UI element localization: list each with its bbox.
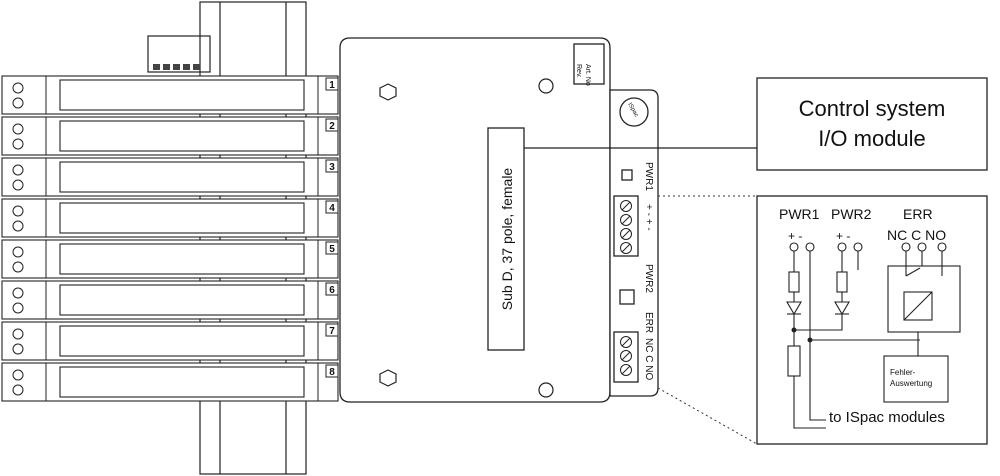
seal-icon bbox=[619, 97, 649, 127]
module-strip: 8 bbox=[1, 362, 363, 402]
module-screw-icon bbox=[12, 287, 24, 299]
sub-d-connector bbox=[487, 127, 525, 351]
module-screw-icon bbox=[12, 343, 24, 355]
module-screw-icon bbox=[12, 138, 24, 150]
slot-number: 5 bbox=[329, 244, 335, 255]
module-strip: 1 bbox=[1, 75, 363, 115]
fault-eval-line1: Fehler- bbox=[890, 368, 916, 377]
slot-number: 2 bbox=[329, 121, 335, 132]
module-screw-icon bbox=[12, 302, 24, 314]
module-strip: 2 bbox=[1, 116, 363, 156]
slot-number: 6 bbox=[329, 285, 335, 296]
module-screw-icon bbox=[12, 328, 24, 340]
din-rail bbox=[199, 1, 307, 475]
main-board bbox=[339, 37, 611, 403]
slot-number: 8 bbox=[329, 367, 335, 378]
label-plate-line2: Rev. bbox=[575, 64, 582, 78]
module-strip: 6 bbox=[1, 280, 363, 320]
label-plate-line1: Art. No bbox=[584, 64, 591, 86]
pwr2-led bbox=[619, 289, 635, 305]
pwr2-label: PWR2 bbox=[643, 264, 654, 293]
label-plate bbox=[573, 43, 605, 85]
connector-label: Sub D, 37 pole, female bbox=[499, 168, 515, 311]
fault-eval-line2: Auswertung bbox=[890, 379, 932, 388]
schematic-box bbox=[756, 195, 988, 445]
schematic-err: ERR bbox=[903, 206, 933, 222]
pwr1-led bbox=[621, 169, 633, 181]
err-terminals: NC C NO bbox=[643, 338, 654, 380]
screw-top bbox=[538, 78, 554, 94]
module-screw-icon bbox=[12, 205, 24, 217]
module-screw-icon bbox=[12, 384, 24, 396]
module-strip: 7 bbox=[1, 321, 363, 361]
to-modules-label: to ISpac modules bbox=[829, 409, 945, 426]
control-system-line2: I/O module bbox=[818, 126, 926, 151]
module-strip: 5 bbox=[1, 239, 363, 279]
slot-number: 3 bbox=[329, 162, 335, 173]
pwr1-label: PWR1 bbox=[643, 162, 654, 191]
module-strip: 4 bbox=[1, 198, 363, 238]
slot-number: 1 bbox=[329, 80, 335, 91]
module-screw-icon bbox=[12, 123, 24, 135]
control-system-title: Control system I/O module bbox=[757, 78, 987, 170]
schematic-pwr1: PWR1 bbox=[779, 206, 820, 222]
module-screw-icon bbox=[12, 82, 24, 94]
schematic-pwr1-pm: + - bbox=[788, 229, 802, 243]
pwr1-terminals: + - + - bbox=[643, 204, 654, 231]
module-screw-icon bbox=[12, 220, 24, 232]
schematic-pwr2-pm: + - bbox=[836, 229, 850, 243]
callout-bottom bbox=[657, 387, 758, 445]
control-system-line1: Control system bbox=[798, 96, 946, 121]
schematic-err-contacts: NC C NO bbox=[887, 227, 946, 243]
err-label: ERR bbox=[643, 312, 654, 333]
slot-number: 4 bbox=[329, 203, 335, 214]
module-screw-icon bbox=[12, 97, 24, 109]
module-strip: 3 bbox=[1, 157, 363, 197]
nut-bottom bbox=[379, 369, 397, 387]
module-screw-icon bbox=[12, 179, 24, 191]
control-system-box bbox=[756, 77, 988, 171]
module-screw-icon bbox=[12, 369, 24, 381]
top-connector bbox=[147, 35, 211, 73]
schematic-pwr2: PWR2 bbox=[831, 206, 872, 222]
module-screw-icon bbox=[12, 164, 24, 176]
module-stack: 1 2 3 4 5 6 7 8 bbox=[1, 75, 363, 402]
slot-number: 7 bbox=[329, 326, 335, 337]
module-screw-icon bbox=[12, 246, 24, 258]
module-screw-icon bbox=[12, 261, 24, 273]
screw-bottom bbox=[538, 382, 554, 398]
nut-top bbox=[379, 83, 397, 101]
